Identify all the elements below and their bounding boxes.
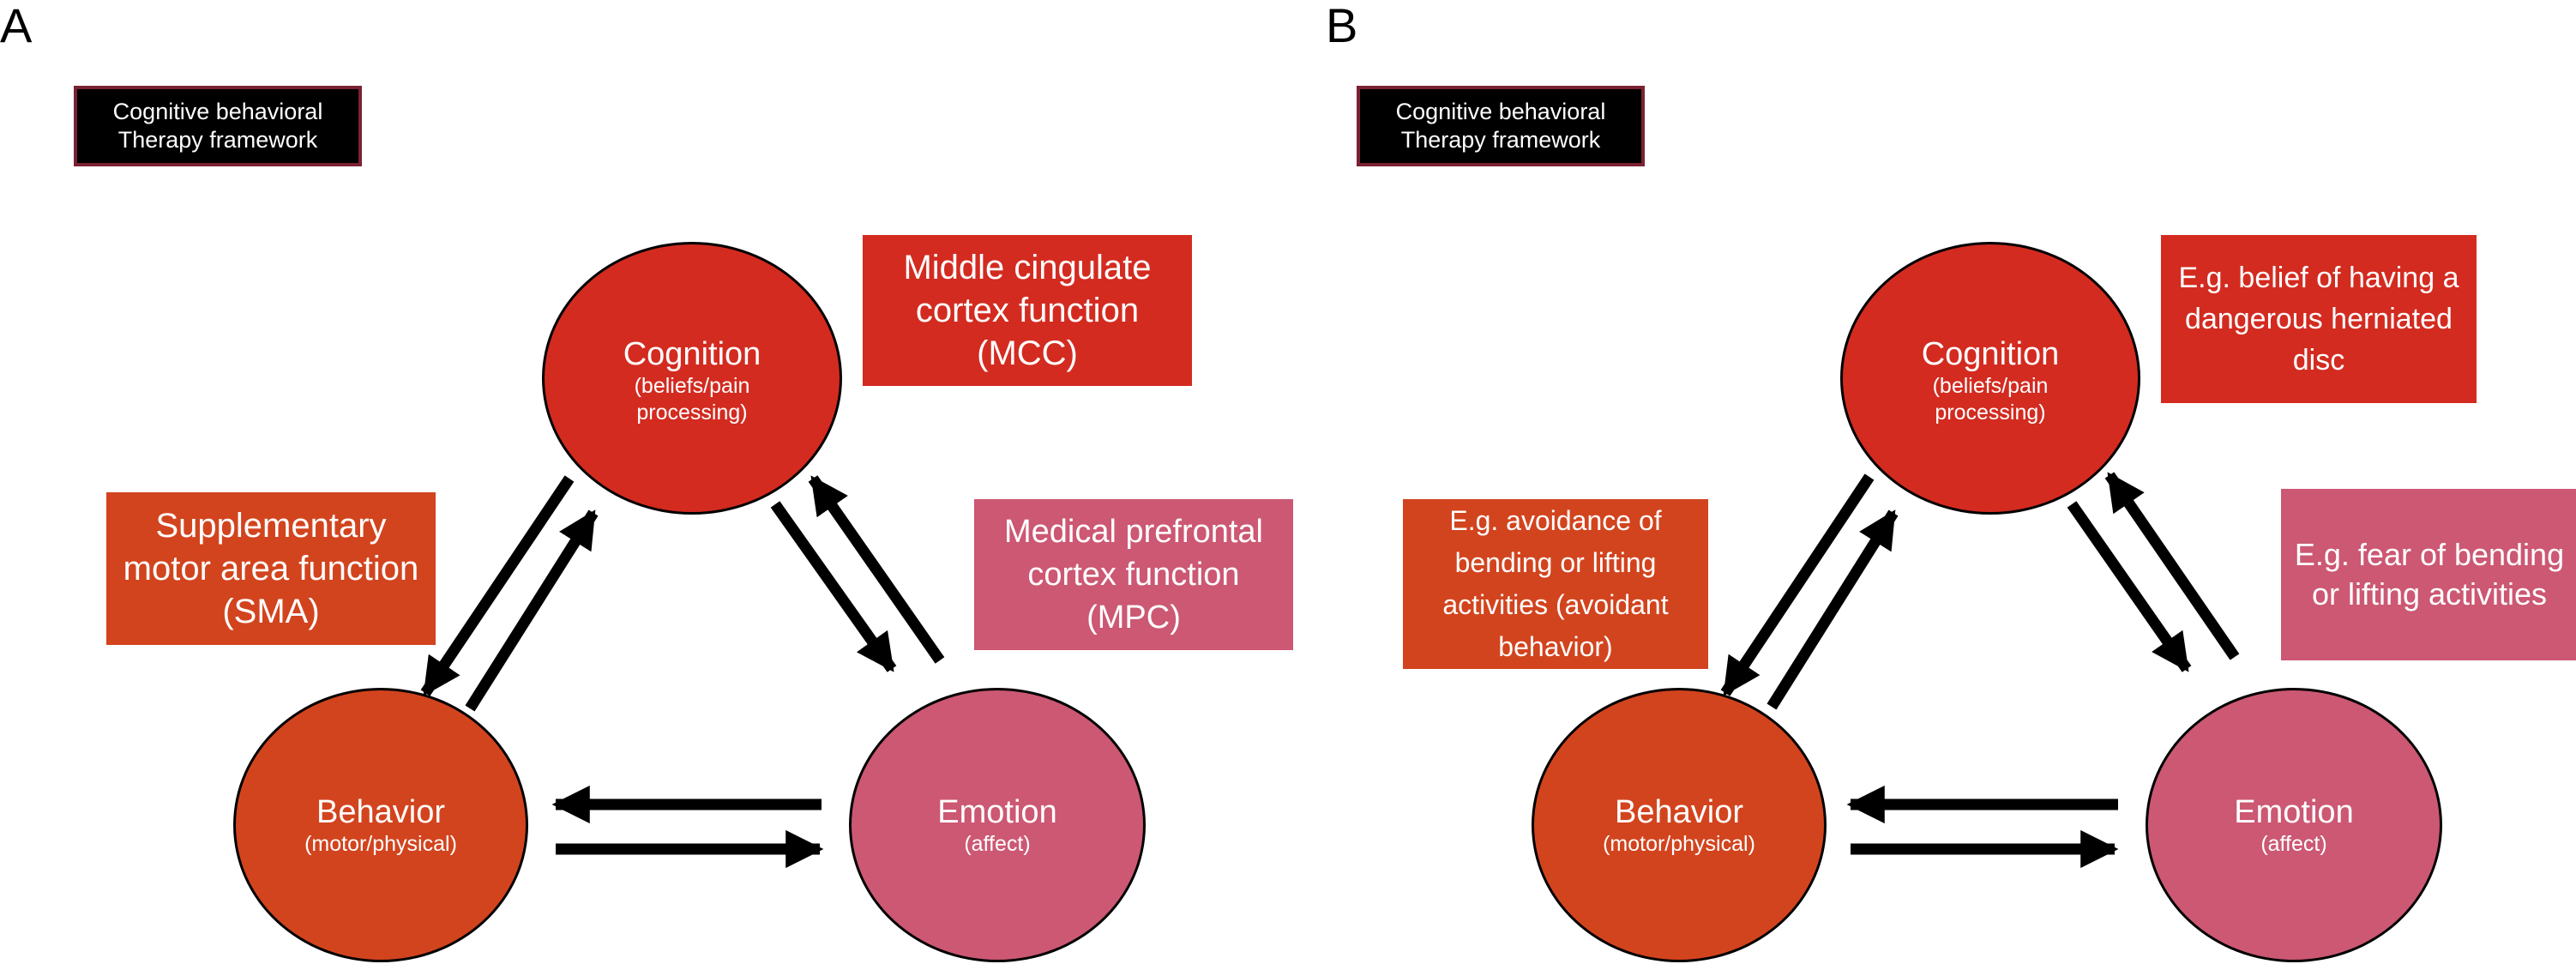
behavior-node: Behavior (motor/physical) — [1532, 688, 1827, 962]
node-title: Cognition — [1921, 336, 2060, 372]
behavior-note: E.g. avoidance of bending or lifting act… — [1403, 499, 1708, 669]
emotion-note: Medical prefrontal cortex function (MPC) — [974, 499, 1293, 650]
node-subtitle: (beliefs/pain processing) — [1932, 374, 2049, 425]
node-title: Cognition — [623, 336, 761, 372]
panel-b: B Cognitive behavioral Therapy framework… — [1288, 0, 2576, 964]
node-subtitle: (affect) — [964, 831, 1031, 856]
arrow-cognition-to-behavior — [420, 475, 575, 696]
arrow-emotion-to-cognition — [808, 475, 945, 664]
panel-letter: A — [0, 0, 33, 52]
cognition-node: Cognition (beliefs/pain processing) — [542, 242, 842, 515]
node-title: Emotion — [937, 793, 1057, 830]
arrows — [420, 475, 945, 869]
node-title: Behavior — [1615, 793, 1743, 830]
arrow-cognition-to-emotion — [2067, 501, 2192, 672]
behavior-note: Supplementary motor area function (SMA) — [106, 492, 436, 645]
emotion-note: E.g. fear of bending or lifting activiti… — [2281, 489, 2576, 660]
panel-letter: B — [1326, 0, 1358, 52]
arrow-behavior-to-cognition — [465, 509, 599, 712]
emotion-node: Emotion (affect) — [849, 688, 1146, 962]
arrows — [1720, 472, 2240, 869]
node-subtitle: (motor/physical) — [304, 831, 457, 856]
node-subtitle: (affect) — [2260, 831, 2327, 856]
arrow-cognition-to-behavior — [1720, 473, 1875, 696]
framework-label: Cognitive behavioral Therapy framework — [74, 86, 362, 166]
panel-a: A Cognitive behavioral Therapy framework… — [0, 0, 1293, 962]
node-subtitle: (motor/physical) — [1603, 831, 1755, 856]
arrow-behavior-to-cognition — [1766, 509, 1899, 710]
node-title: Behavior — [316, 793, 445, 830]
node-title: Emotion — [2234, 793, 2354, 830]
cognition-note: E.g. belief of having a dangerous hernia… — [2161, 235, 2477, 403]
node-subtitle: (beliefs/pain processing) — [634, 374, 750, 425]
behavior-node: Behavior (motor/physical) — [233, 688, 528, 962]
framework-label: Cognitive behavioral Therapy framework — [1357, 86, 1645, 166]
arrow-emotion-to-cognition — [2104, 472, 2240, 660]
arrow-cognition-to-emotion — [770, 501, 897, 672]
cognition-node: Cognition (beliefs/pain processing) — [1840, 242, 2140, 515]
emotion-node: Emotion (affect) — [2146, 688, 2442, 962]
cognition-note: Middle cingulate cortex function (MCC) — [863, 235, 1192, 386]
